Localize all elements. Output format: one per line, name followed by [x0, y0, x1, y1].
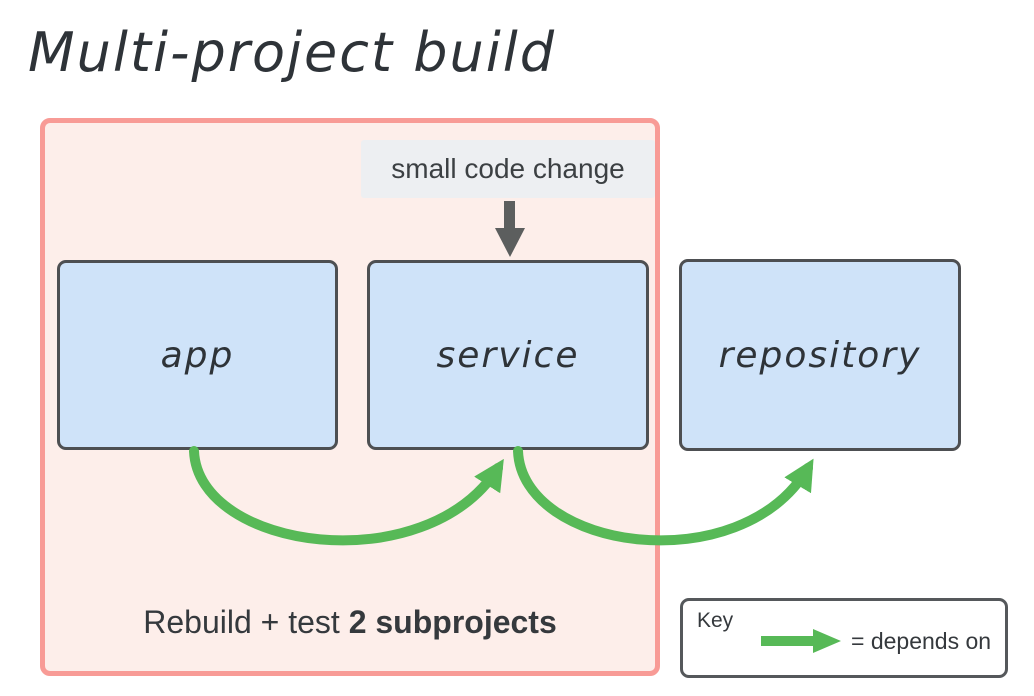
- page-title: Multi-project build: [28, 20, 557, 84]
- rebuild-caption-prefix: Rebuild + test: [143, 604, 349, 640]
- key-legend-row: = depends on: [761, 627, 991, 655]
- code-change-arrowhead-icon: [495, 228, 525, 257]
- node-app-label: app: [160, 334, 235, 376]
- node-repository-label: repository: [718, 334, 922, 376]
- node-app: app: [57, 260, 338, 450]
- rebuild-caption: Rebuild + test 2 subprojects: [40, 600, 660, 644]
- small-code-change-label: small code change: [361, 140, 655, 198]
- code-change-arrow-icon: [504, 201, 515, 229]
- green-arrow-icon: [761, 629, 841, 653]
- key-box: Key = depends on: [680, 598, 1008, 678]
- key-title: Key: [697, 609, 734, 632]
- node-service: service: [367, 260, 649, 450]
- node-service-label: service: [436, 334, 580, 376]
- node-repository: repository: [679, 259, 961, 451]
- rebuild-caption-count: 2 subprojects: [348, 604, 557, 640]
- key-legend-text: = depends on: [851, 627, 992, 654]
